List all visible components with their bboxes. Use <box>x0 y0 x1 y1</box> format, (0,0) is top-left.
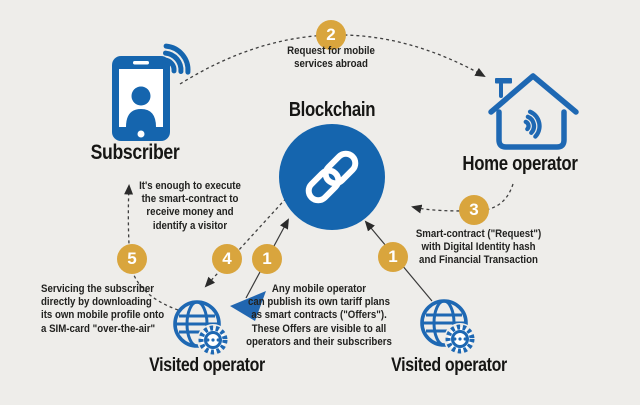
avatar <box>131 86 151 106</box>
annotation-smart-contract-request: Smart-contract ("Request") with Digital … <box>415 228 542 267</box>
smartphone-icon <box>112 56 170 141</box>
send-triangle-icon <box>230 291 266 321</box>
annotation-request-abroad: Request for mobile services abroad <box>287 45 375 71</box>
arrow-subscriber-to-home <box>179 34 486 85</box>
chimney <box>495 78 512 84</box>
gear-icon <box>198 325 228 355</box>
house-roof <box>488 73 579 115</box>
subscriber-label: Subscriber <box>90 141 180 164</box>
blockchain-circle <box>279 124 385 230</box>
gear-icon <box>445 324 475 354</box>
globe-gear-icon <box>173 300 229 356</box>
step-badge-3: 3 <box>459 195 489 225</box>
visited-operator-left-label: Visited operator <box>149 355 265 376</box>
home-operator-label: Home operator <box>462 153 578 175</box>
annotation-execute-contract: It's enough to execute the smart-contrac… <box>139 180 241 232</box>
step-badge-2: 2 <box>316 20 346 50</box>
annotation-servicing-subscriber: Servicing the subscriber directly by dow… <box>41 283 165 335</box>
chain-link-icon <box>279 124 385 230</box>
wifi-icon <box>162 43 191 75</box>
house-wifi-icon <box>488 73 579 150</box>
step-badge-1-left: 1 <box>252 244 282 274</box>
arrow-home-to-blockchain <box>411 183 514 214</box>
smartphone-wifi-icon <box>112 43 191 141</box>
step-badge-5: 5 <box>117 244 147 274</box>
house-walls <box>496 109 567 150</box>
step-badge-1-right: 1 <box>378 242 408 272</box>
wifi-icon <box>523 109 542 139</box>
blockchain-label: Blockchain <box>288 99 376 121</box>
visited-operator-right-label: Visited operator <box>391 355 507 376</box>
globe-gear-icon <box>420 299 476 355</box>
annotation-publish-offers: Any mobile operator can publish its own … <box>246 283 392 348</box>
step-badge-4: 4 <box>212 244 242 274</box>
